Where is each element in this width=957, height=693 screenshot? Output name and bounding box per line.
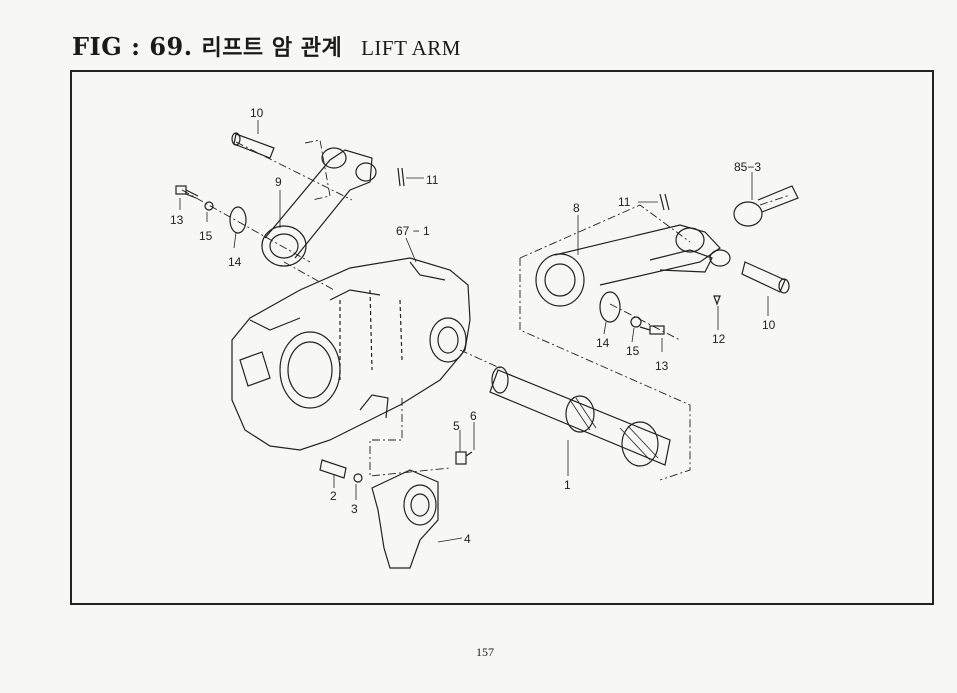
o-ring-3	[353, 473, 363, 483]
leader-lines	[179, 120, 769, 543]
pin-10-upper-part	[231, 132, 275, 159]
housing-part	[231, 257, 471, 451]
washer-14-right	[599, 291, 621, 323]
diagram-frame	[70, 70, 934, 605]
callout-11-upper: 11	[426, 173, 439, 187]
bolt-13-right-part	[639, 325, 665, 335]
plug-5-6-part	[455, 451, 473, 465]
cotter-pin-11-upper	[397, 167, 405, 187]
cotter-pin-11-right	[659, 193, 670, 211]
reference-lines	[181, 139, 791, 481]
figure-title-english: LIFT ARM	[361, 36, 461, 60]
callout-13-upper: 13	[170, 213, 184, 227]
lift-arm-9-part	[261, 147, 377, 267]
callout-13-right: 13	[655, 359, 669, 373]
washer-15-upper	[204, 201, 214, 211]
callout-3: 3	[351, 502, 358, 516]
lift-arm-8-part	[535, 224, 731, 307]
sensor-2-part	[319, 459, 347, 479]
pin-10-right-part	[741, 261, 790, 294]
callout-14-right: 14	[596, 336, 610, 350]
callout-9: 9	[275, 175, 282, 189]
arm-4-part	[371, 469, 439, 569]
callout-10-upper: 10	[250, 106, 264, 120]
washer-15-right	[630, 316, 642, 328]
lift-shaft-1-part	[489, 366, 671, 467]
callout-4: 4	[464, 532, 471, 546]
callout-11-right: 11	[618, 195, 631, 209]
figure-number: FIG : 69.	[72, 32, 193, 61]
bushing-85-3-part	[733, 185, 799, 227]
page-number: 157	[476, 645, 494, 659]
figure-title-korean: 리프트 암 관계	[201, 36, 343, 61]
callout-85-3: 85−3	[734, 160, 761, 174]
callout-15-right: 15	[626, 344, 640, 358]
callout-12: 12	[712, 332, 726, 346]
callout-14-upper: 14	[228, 255, 242, 269]
grease-nipple-12	[713, 295, 721, 306]
washer-14-upper	[229, 206, 247, 234]
callout-6: 6	[470, 409, 477, 423]
callout-5: 5	[453, 419, 460, 433]
figure-title: FIG : 69. 리프트 암 관계 LIFT ARM	[72, 30, 461, 62]
callout-67-1: 67 − 1	[396, 224, 430, 238]
callout-15-upper: 15	[199, 229, 213, 243]
callout-1: 1	[564, 478, 571, 492]
callout-8: 8	[573, 201, 580, 215]
callout-10-right: 10	[762, 318, 776, 332]
callout-2: 2	[330, 489, 337, 503]
bolt-13-upper-part	[175, 185, 199, 199]
